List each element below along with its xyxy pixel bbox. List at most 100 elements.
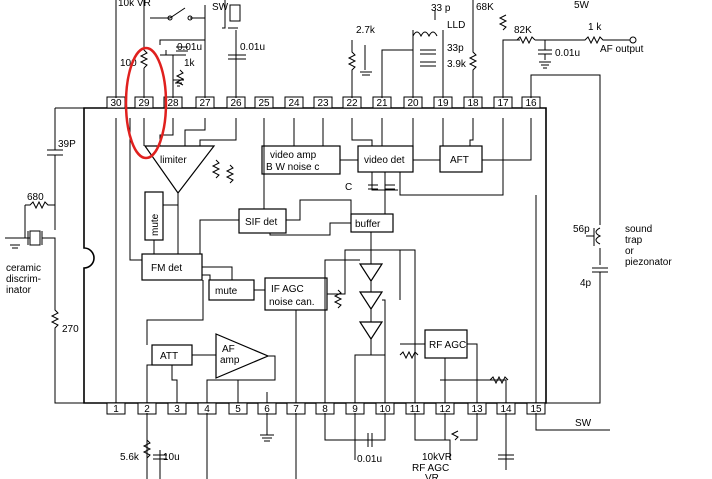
- top-pin-19: 19: [433, 96, 453, 109]
- buffer-block: buffer: [350, 213, 394, 233]
- af-amp-label-2: amp: [220, 355, 240, 366]
- cap-001u-bot-label: 0.01u: [357, 454, 382, 465]
- sif-det-block: SIF det: [238, 208, 287, 234]
- cap-001u-b-label: 0.01u: [240, 42, 265, 53]
- res-1k-right-label: 1 k: [588, 22, 602, 33]
- bottom-pin-label: 9: [352, 404, 358, 415]
- rf-agc-vr-label-2: VR: [425, 473, 439, 479]
- external-sides: [5, 107, 608, 404]
- aft-label: AFT: [450, 155, 469, 166]
- trap-label-2: trap: [625, 235, 643, 246]
- res-270-label: 270: [62, 324, 79, 335]
- rf-agc-label: RF AGC: [429, 340, 466, 351]
- if-agc-label-1: IF AGC: [271, 284, 304, 295]
- cap-001u-right-label: 0.01u: [555, 48, 580, 59]
- top-pin-21: 21: [372, 96, 392, 109]
- sw-right-label: 5W: [574, 0, 590, 11]
- top-pin-24: 24: [284, 96, 304, 109]
- res-82k-label: 82K: [514, 25, 532, 36]
- bottom-pin-label: 11: [410, 404, 421, 415]
- res-680-label: 680: [27, 192, 44, 203]
- bottom-pin-label: 3: [174, 404, 180, 415]
- top-pin-label: 27: [199, 98, 211, 109]
- cap-10u-label: 10u: [163, 452, 180, 463]
- component-labels: 10k VR SW 0.01u 0.01u 1k 100 2.7k 33 p L…: [6, 0, 672, 479]
- af-amp-label-1: AF: [222, 344, 235, 355]
- limiter-label: limiter: [160, 155, 187, 166]
- top-pin-27: 27: [195, 96, 215, 109]
- top-pin-25: 25: [254, 96, 274, 109]
- res-56k-label: 5.6k: [120, 452, 140, 463]
- res-27k-label: 2.7k: [356, 25, 376, 36]
- video-det-block: video det: [357, 145, 414, 173]
- top-pin-label: 28: [167, 98, 179, 109]
- af-output-label: AF output: [600, 44, 644, 55]
- top-pin-label: 18: [467, 98, 479, 109]
- video-amp-label-2: B W noise c: [266, 162, 319, 173]
- bottom-pin-label: 1: [113, 404, 119, 415]
- top-pin-label: 26: [230, 98, 242, 109]
- video-amp-block: video amp B W noise c: [261, 145, 341, 175]
- top-pin-17: 17: [493, 96, 513, 109]
- top-pin-16: 16: [521, 96, 541, 109]
- top-pin-label: 30: [110, 98, 122, 109]
- trap-label-3: or: [625, 246, 635, 257]
- bottom-pin-label: 10: [379, 404, 391, 415]
- bottom-pin-label: 12: [439, 404, 451, 415]
- res-39k-label: 3.9k: [447, 59, 467, 70]
- mute-label-2: mute: [215, 286, 238, 297]
- top-pin-label: 25: [258, 98, 270, 109]
- bottom-pin-label: 6: [264, 404, 270, 415]
- af-amp-block: AF amp: [215, 333, 270, 379]
- sw-bot-label: SW: [575, 418, 592, 429]
- lld-label: LLD: [447, 20, 465, 31]
- bottom-pin-3: 3: [167, 402, 187, 415]
- ic-outline: [83, 107, 547, 404]
- bottom-pin-label: 14: [500, 404, 512, 415]
- top-pin-18: 18: [463, 96, 483, 109]
- mute-label-1: mute: [150, 213, 161, 236]
- ceramic-label-2: discrim-: [6, 274, 41, 285]
- if-agc-label-2: noise can.: [269, 297, 315, 308]
- if-amp-stages: [358, 232, 384, 355]
- bottom-pin-1: 1: [106, 402, 126, 415]
- top-pin-label: 19: [437, 98, 449, 109]
- external-bottom: [142, 413, 610, 479]
- aft-block: AFT: [439, 145, 483, 173]
- top-pin-label: 29: [138, 98, 150, 109]
- video-det-label: video det: [364, 155, 405, 166]
- cap-001u-a-label: 0.01u: [177, 42, 202, 53]
- internal-wiring: [115, 118, 537, 403]
- ceramic-label-1: ceramic: [6, 263, 41, 274]
- top-pin-26: 26: [226, 96, 246, 109]
- bottom-pin-label: 2: [144, 404, 150, 415]
- vr-10k-bot-label: 10kVR: [422, 452, 452, 463]
- cap-4p-label: 4p: [580, 278, 592, 289]
- buffer-label: buffer: [355, 219, 381, 230]
- video-amp-label-1: video amp: [270, 150, 317, 161]
- if-agc-block: IF AGC noise can.: [264, 277, 328, 311]
- bottom-pin-label: 8: [322, 404, 328, 415]
- top-pin-29: 29: [134, 96, 154, 109]
- bottom-pin-label: 15: [530, 404, 542, 415]
- sif-det-label: SIF det: [245, 217, 277, 228]
- rf-agc-vr-label-1: RF AGC: [412, 463, 449, 474]
- top-pin-22: 22: [342, 96, 362, 109]
- bottom-pin-label: 5: [235, 404, 241, 415]
- top-pin-label: 17: [497, 98, 509, 109]
- pin-29-highlight: [124, 46, 168, 160]
- bottom-pin-label: 13: [471, 404, 483, 415]
- top-pin-30: 30: [106, 96, 126, 109]
- trap-label-1: sound: [625, 224, 652, 235]
- fm-det-block: FM det: [141, 253, 203, 281]
- cap-33p-label: 33p: [447, 43, 464, 54]
- bottom-pin-5: 5: [228, 402, 248, 415]
- top-pin-label: 22: [346, 98, 358, 109]
- rf-agc-block: RF AGC: [424, 329, 468, 359]
- res-1k-mid-label: 1k: [184, 58, 196, 69]
- ceramic-label-3: inator: [6, 285, 32, 296]
- mute-block-2: mute: [208, 279, 255, 301]
